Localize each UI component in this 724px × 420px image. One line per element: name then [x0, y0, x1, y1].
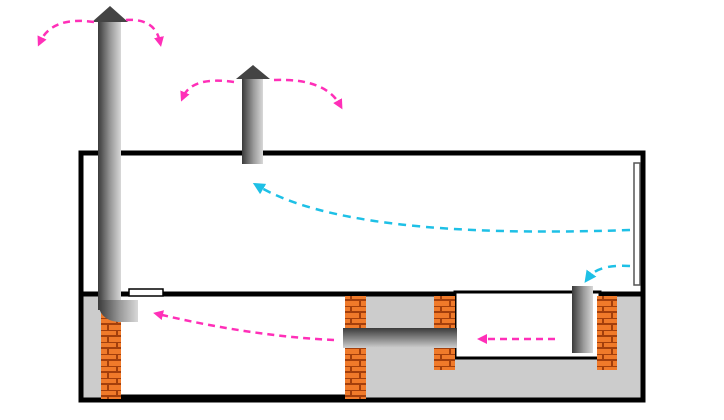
- chimney-pipe: [98, 22, 121, 310]
- chimney-cap-icon: [92, 6, 128, 22]
- fresh-air-arrow-lower-icon: [584, 264, 631, 283]
- right-intake-pipe: [572, 286, 593, 353]
- exhaust-arrow-vent-left-icon: [180, 79, 235, 102]
- cellar-flow-arrow-left-icon: [153, 310, 335, 342]
- upper-room-window: [633, 162, 641, 286]
- brick-column-right: [597, 296, 617, 370]
- brick-column-left: [101, 297, 121, 399]
- exhaust-arrow-chimney-right-icon: [125, 18, 164, 47]
- exhaust-arrow-chimney-left-icon: [37, 19, 95, 47]
- roof-vent-cap-icon: [236, 65, 270, 79]
- chimney-elbow: [98, 300, 138, 322]
- exhaust-arrow-vent-right-icon: [273, 78, 343, 110]
- ceiling-vent: [128, 288, 164, 297]
- fresh-air-arrow-upper-icon: [252, 182, 631, 233]
- upper-room-outline: [78, 150, 646, 297]
- roof-vent-pipe: [242, 78, 263, 164]
- cellar-chamber: [117, 293, 349, 398]
- horizontal-duct: [343, 328, 457, 348]
